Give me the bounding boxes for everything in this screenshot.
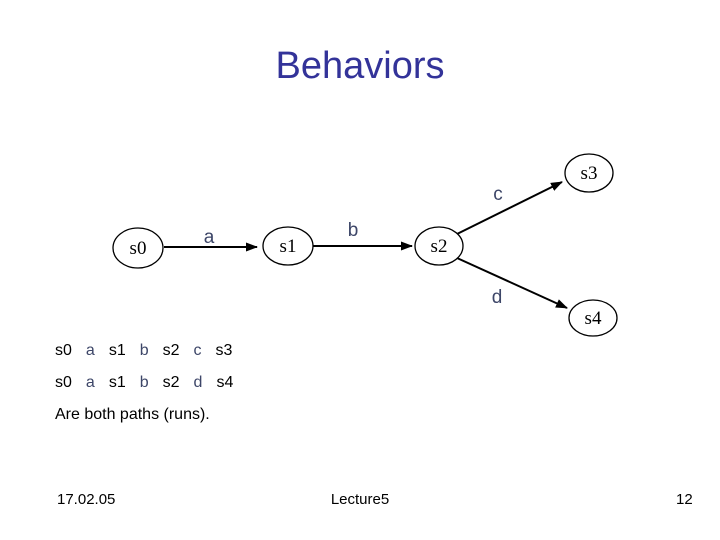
run-token: s4 [216, 374, 234, 391]
edge-line [456, 181, 563, 235]
run-sequence-2: s0 a s1 b s2 d s4 [55, 373, 247, 393]
edge-label: d [492, 287, 503, 308]
state-label: s2 [431, 236, 448, 257]
run-token: s0 [55, 342, 72, 359]
edge-label: a [204, 227, 215, 248]
run-token: s3 [215, 342, 233, 359]
state-node-s1: s1 [262, 226, 314, 266]
state-ellipse [564, 153, 614, 193]
footer-lecture: Lecture5 [330, 491, 390, 508]
state-ellipse [112, 227, 164, 269]
edge-s2-s3: c [456, 181, 563, 235]
run-token: b [139, 374, 149, 391]
edge-s2-s4: d [456, 257, 568, 309]
state-ellipse [568, 299, 618, 337]
edge-s0-s1: a [164, 227, 258, 252]
run-token: a [85, 342, 95, 359]
state-label: s3 [581, 163, 598, 184]
footer-date: 17.02.05 [57, 491, 116, 508]
state-ellipse [414, 226, 464, 266]
state-node-s0: s0 [112, 227, 164, 269]
run-sequence-1: s0 a s1 b s2 c s3 [55, 341, 246, 361]
state-ellipse [262, 226, 314, 266]
run-token: b [139, 342, 149, 359]
run-token: s1 [108, 342, 126, 359]
run-token: a [85, 374, 95, 391]
state-node-s4: s4 [568, 299, 618, 337]
state-label: s0 [130, 238, 147, 259]
state-node-s3: s3 [564, 153, 614, 193]
run-token: s1 [108, 374, 126, 391]
state-node-s2: s2 [414, 226, 464, 266]
state-label: s1 [280, 236, 297, 257]
run-token: d [193, 374, 203, 391]
edge-s1-s2: b [313, 220, 413, 251]
edge-label: c [493, 184, 503, 205]
edge-line [456, 257, 568, 309]
state-label: s4 [585, 308, 602, 329]
edge-label: b [348, 220, 359, 241]
run-token: s2 [162, 374, 180, 391]
run-token: s0 [55, 374, 72, 391]
caption-text: Are both paths (runs). [55, 406, 210, 423]
slide-title: Behaviors [275, 45, 445, 87]
footer-page-number: 12 [676, 491, 693, 508]
run-token: s2 [162, 342, 180, 359]
run-token: c [193, 342, 202, 359]
